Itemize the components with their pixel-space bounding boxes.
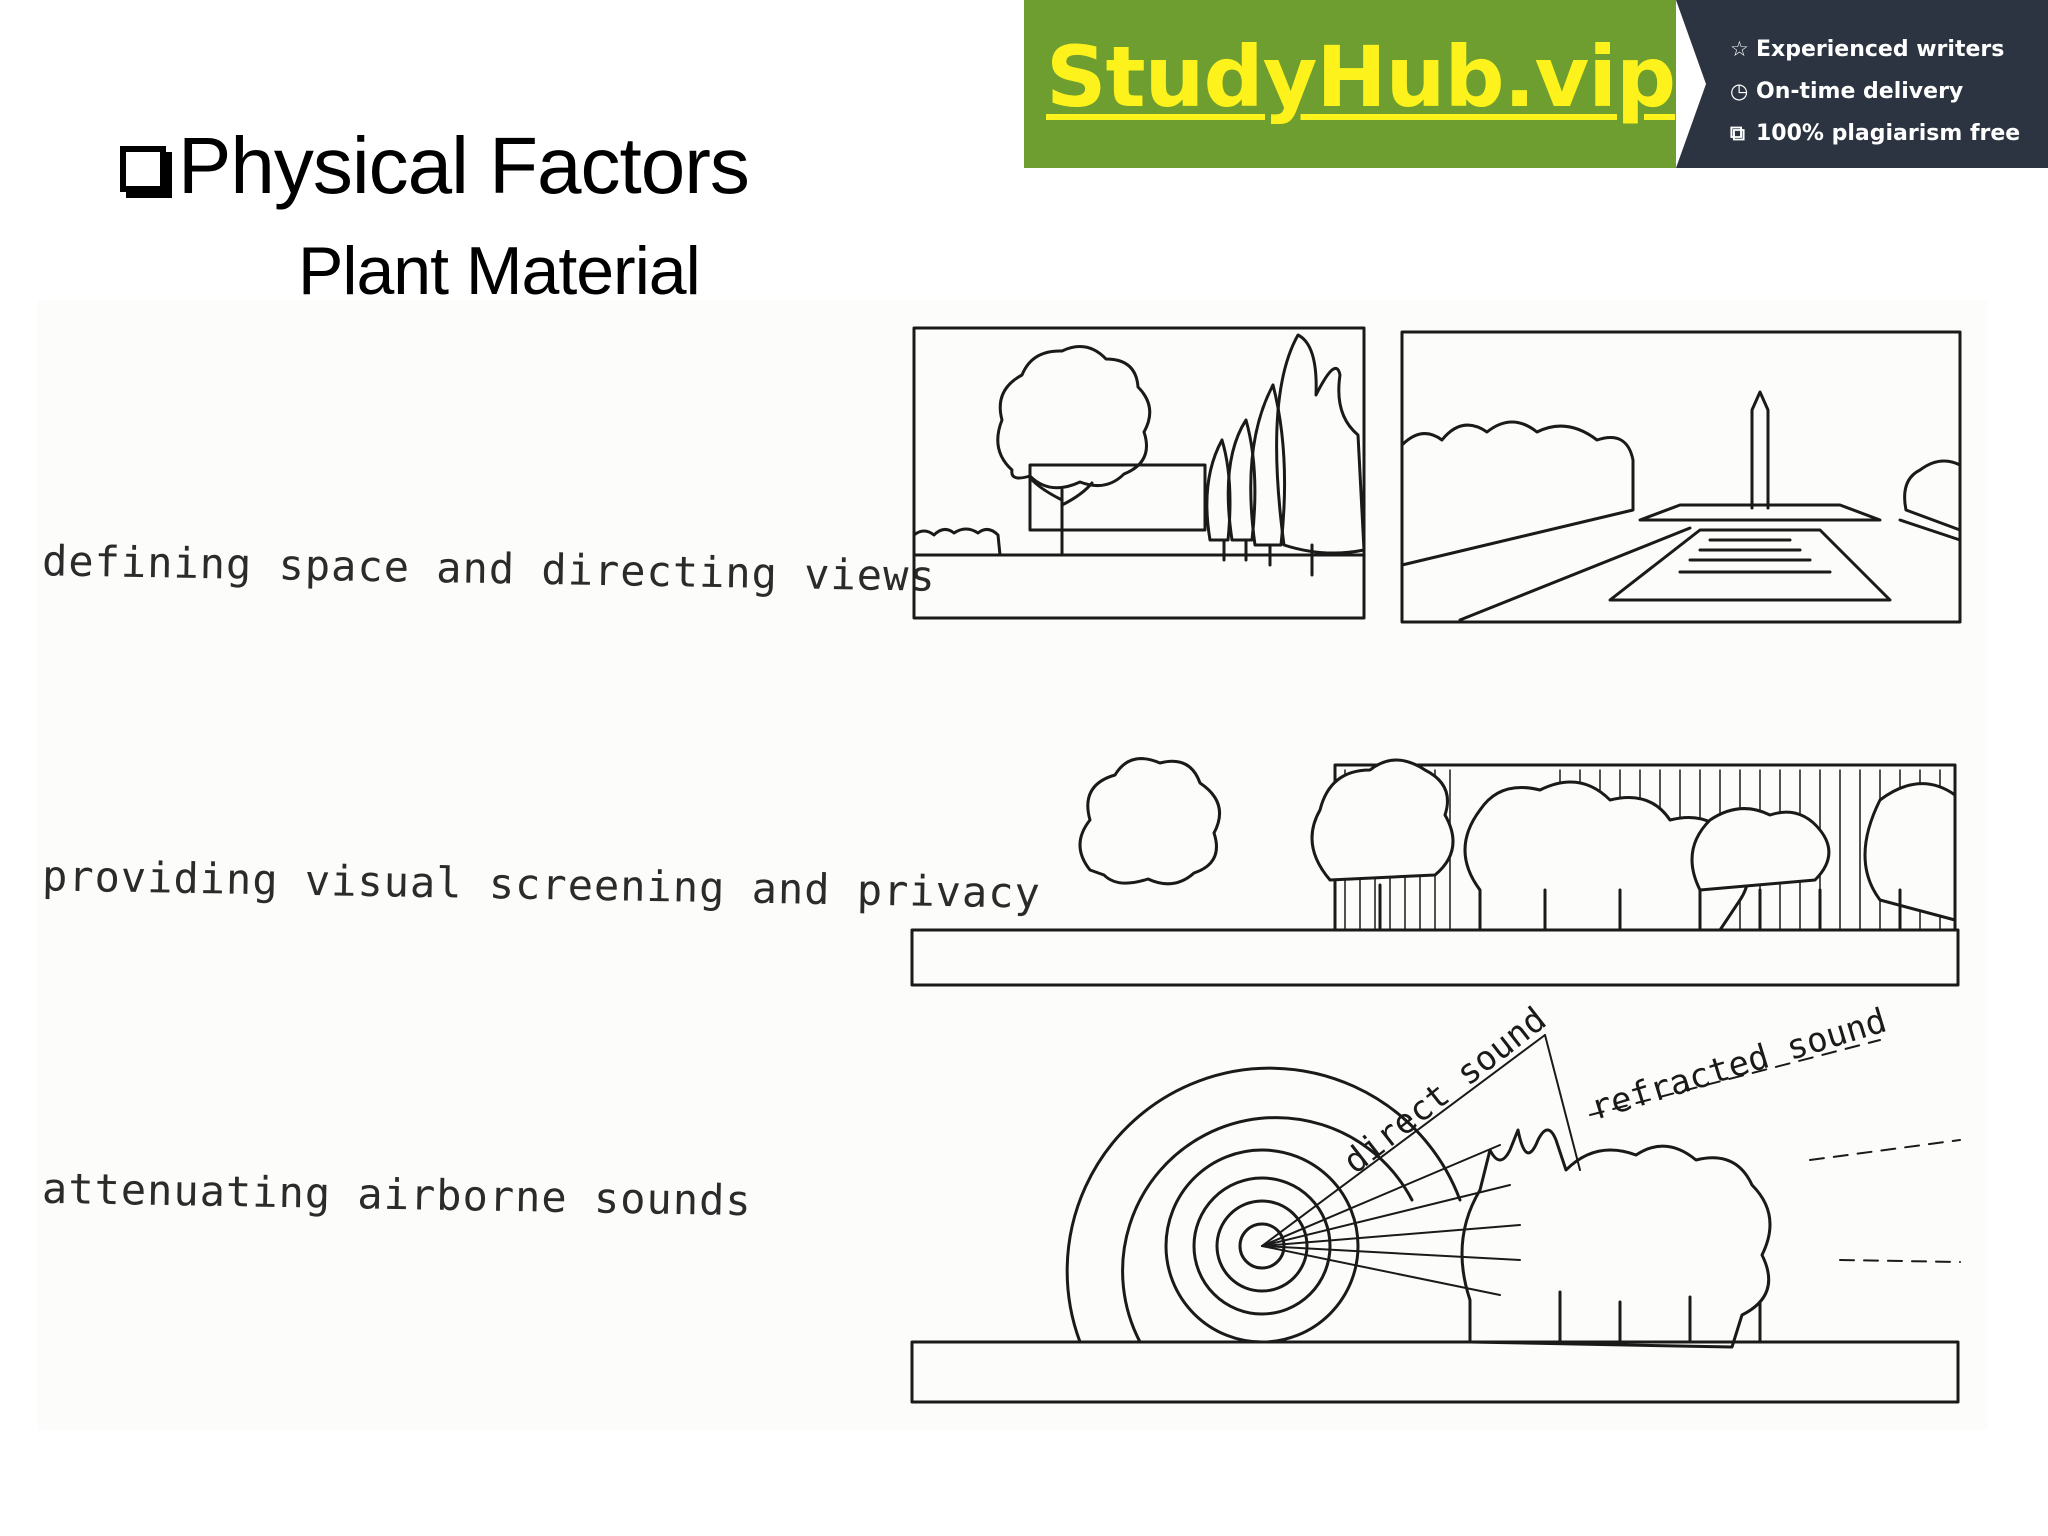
panel-defining-space — [912, 326, 1366, 620]
round-tree-trunk — [1030, 478, 1094, 557]
panel-sound-attenuation: direct sound refracted sound — [910, 999, 1961, 1404]
feature-text: 100% plagiarism free — [1756, 120, 2021, 146]
feature-list: ☆ Experienced writers ◷ On-time delivery… — [1730, 28, 2020, 154]
feature-text: On-time delivery — [1756, 78, 1964, 104]
panel-frame — [912, 326, 1366, 620]
clock-icon: ◷ — [1730, 79, 1749, 103]
hedge-shrub-3 — [1690, 807, 1831, 892]
pool-shading — [1678, 538, 1832, 574]
panel-frame — [1400, 330, 1962, 624]
refraction-marker — [1544, 1034, 1581, 1171]
cypress-1 — [1205, 438, 1232, 542]
round-tree-canopy — [996, 345, 1152, 490]
path-line-left — [1458, 526, 1692, 622]
hedge-shrub-1 — [1310, 758, 1455, 882]
label-direct-sound: direct sound — [1336, 999, 1554, 1182]
barrier-trunks — [1558, 1290, 1762, 1344]
hedge-left — [1400, 420, 1635, 567]
ground-bar — [910, 928, 1960, 987]
slide-subtitle: Plant Material — [298, 233, 701, 309]
attenuated-ray-1 — [1809, 1139, 1961, 1161]
feature-text: Experienced writers — [1756, 36, 2005, 62]
hedge-left — [912, 527, 1002, 557]
path-line-right — [1898, 518, 1962, 542]
document-copy-icon: ⧉ — [1730, 120, 1745, 145]
cypress-2 — [1226, 418, 1257, 542]
panel-visual-screening — [910, 757, 1960, 987]
hedge-right — [1903, 459, 1962, 532]
attenuated-ray-2 — [1839, 1259, 1961, 1263]
banner-features-area: ☆ Experienced writers ◷ On-time delivery… — [1676, 0, 2048, 168]
banner-brand-area: StudyHub.vip — [1024, 0, 1676, 168]
vista-opening — [1028, 463, 1207, 532]
hedge-shrub-4 — [1863, 782, 1957, 922]
sound-barrier-planting — [1460, 1128, 1772, 1349]
star-icon: ☆ — [1730, 37, 1749, 61]
brand-logo[interactable]: StudyHub.vip — [1046, 28, 1676, 126]
cypress-3 — [1249, 383, 1287, 547]
feature-item: ◷ On-time delivery — [1730, 70, 2020, 112]
ground-bar — [910, 1340, 1960, 1404]
slide-title: Physical Factors — [178, 121, 750, 210]
sound-rays — [1261, 1034, 1546, 1296]
tall-trees-right — [1275, 333, 1366, 555]
reflecting-pool — [1608, 528, 1892, 602]
shrub-trunks — [1378, 883, 1902, 932]
feature-item: ☆ Experienced writers — [1730, 28, 2020, 70]
feature-item: ⧉ 100% plagiarism free — [1730, 112, 2020, 154]
panel-monument-vista — [1400, 330, 1962, 624]
obelisk — [1750, 390, 1770, 510]
monument-base — [1638, 503, 1882, 522]
checkbox-bullet-icon — [120, 146, 166, 192]
refracted-ray — [1589, 1039, 1881, 1116]
studyhub-banner[interactable]: StudyHub.vip ☆ Experienced writers ◷ On-… — [1024, 0, 2048, 168]
label-refracted-sound: refracted sound — [1586, 1001, 1891, 1129]
sound-waves — [1065, 1066, 1462, 1344]
slide-heading: Physical Factors — [120, 120, 750, 212]
free-standing-shrub — [1078, 757, 1222, 886]
